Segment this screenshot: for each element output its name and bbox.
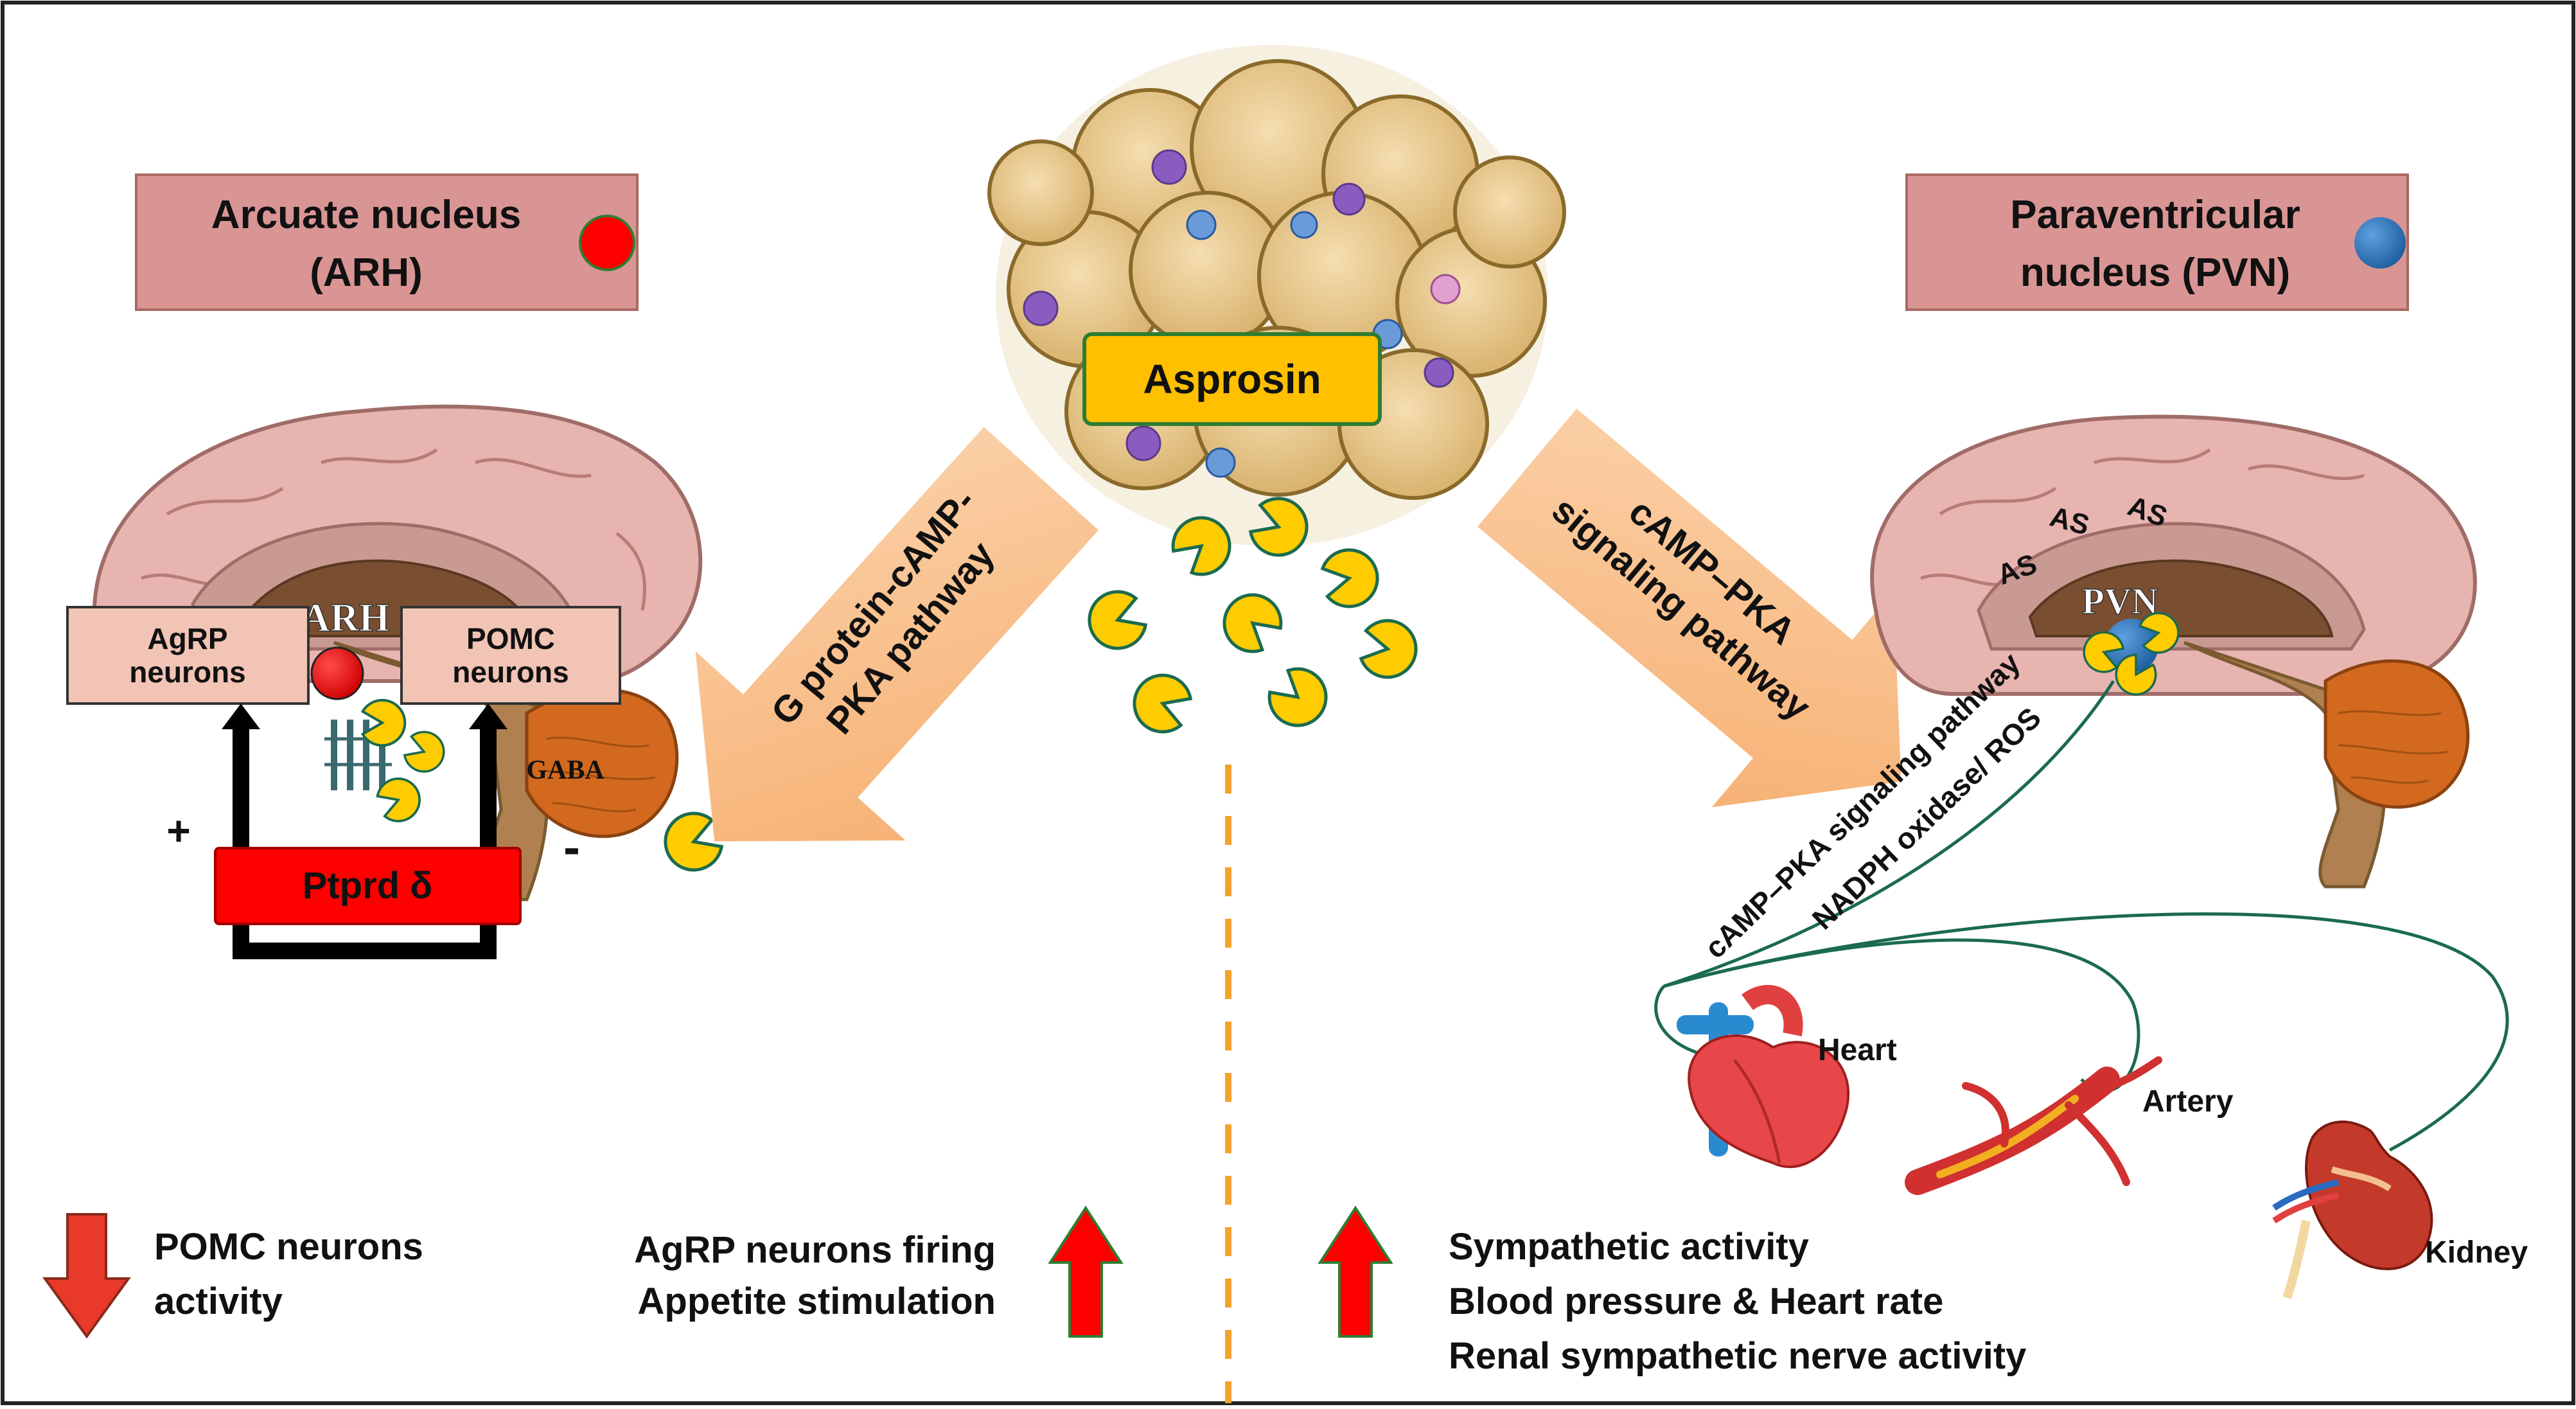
pomc-outcome-line2: activity bbox=[154, 1281, 283, 1322]
ptprd-label: Ptprd δ bbox=[303, 865, 433, 907]
artery-icon bbox=[1905, 1056, 2162, 1195]
plus-sign: + bbox=[166, 808, 190, 854]
kidney-label: Kidney bbox=[2425, 1236, 2528, 1270]
pomc-outcome-line1: POMC neurons bbox=[154, 1226, 423, 1268]
artery-label: Artery bbox=[2142, 1085, 2234, 1119]
arh-title-line2: (ARH) bbox=[310, 251, 423, 295]
arh-title-line1: Arcuate nucleus bbox=[211, 193, 521, 237]
pomc-neurons-box bbox=[400, 606, 621, 705]
agrp-neurons-box bbox=[66, 606, 310, 705]
pomc-box-line1: POMC bbox=[466, 622, 555, 655]
agrp-outcome-line1: AgRP neurons firing bbox=[634, 1229, 996, 1271]
decrease-arrow-icon bbox=[42, 1213, 131, 1339]
arh-title-box bbox=[135, 173, 639, 311]
agrp-up-arrowhead-icon bbox=[222, 704, 260, 729]
heart-label: Heart bbox=[1818, 1033, 1897, 1067]
pvn-title-line2: nucleus (PVN) bbox=[2020, 251, 2290, 295]
agrp-box-line2: neurons bbox=[129, 655, 245, 689]
right-brain-icon bbox=[1870, 414, 2477, 889]
ptprd-receptor-box bbox=[214, 847, 522, 925]
pvn-blue-dot-icon bbox=[2354, 217, 2406, 269]
left-pathway-arrow bbox=[695, 427, 1098, 842]
pvn-label: PVN bbox=[2081, 580, 2158, 622]
pvn-title-box bbox=[1905, 173, 2409, 311]
kidney-icon bbox=[2272, 1121, 2433, 1300]
agrp-outcome-line2: Appetite stimulation bbox=[638, 1281, 996, 1322]
symp-outcome-line2: Blood pressure & Heart rate bbox=[1449, 1281, 1943, 1322]
agrp-box-line1: AgRP bbox=[147, 622, 227, 655]
arh-red-dot-icon bbox=[579, 215, 635, 271]
arh-label: ARH bbox=[301, 596, 390, 640]
arh-dot-icon bbox=[310, 646, 364, 700]
increase-arrow-icon-right bbox=[1318, 1205, 1393, 1338]
minus-sign: - bbox=[563, 819, 580, 875]
symp-outcome-line3: Renal sympathetic nerve activity bbox=[1449, 1335, 2026, 1377]
increase-arrow-icon-left bbox=[1048, 1205, 1124, 1338]
asprosin-label: Asprosin bbox=[1143, 356, 1321, 402]
heart-icon bbox=[1677, 985, 1849, 1169]
symp-outcome-line1: Sympathetic activity bbox=[1449, 1226, 1809, 1268]
feedback-loop bbox=[233, 726, 497, 959]
pvn-dot-icon bbox=[2104, 619, 2158, 673]
pomc-up-arrowhead-icon bbox=[469, 704, 507, 729]
asprosin-box bbox=[1082, 332, 1382, 426]
gaba-label: GABA bbox=[526, 756, 604, 785]
pomc-box-line2: neurons bbox=[452, 655, 569, 689]
pvn-title-line1: Paraventricular bbox=[2010, 193, 2300, 237]
adipose-tissue-icon bbox=[987, 45, 1566, 546]
right-pathway-arrow bbox=[1478, 408, 1901, 808]
